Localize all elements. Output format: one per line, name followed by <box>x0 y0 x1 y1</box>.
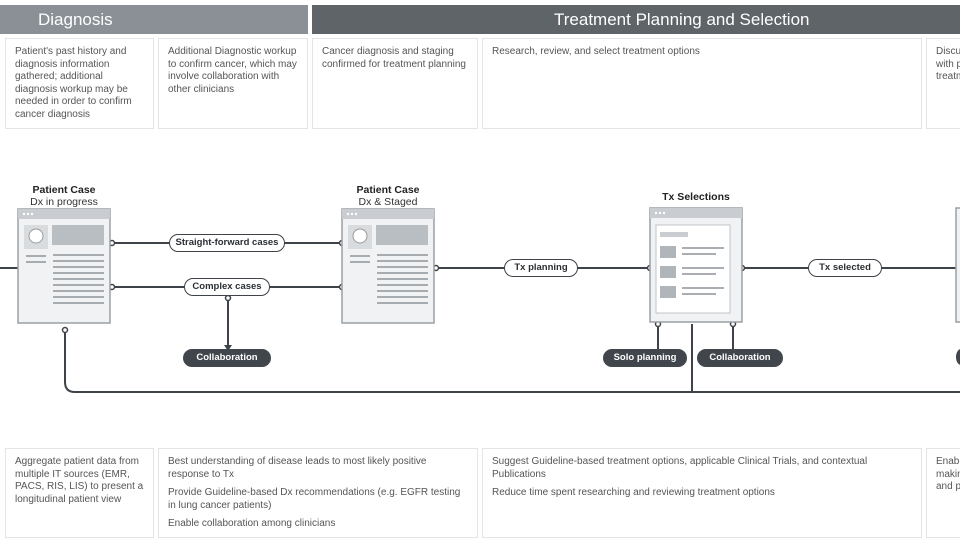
patient-case-2-icon <box>341 208 435 324</box>
treatment-header-label: Treatment Planning and Selection <box>554 10 810 29</box>
next-pill-edge <box>956 349 960 365</box>
bottom-box-3-line-2: Reduce time spent researching and review… <box>492 487 775 498</box>
top-box-2: Additional Diagnostic workup to confirm … <box>158 38 308 129</box>
collab2-pill: Collaboration <box>697 349 783 367</box>
case2-title: Patient Case <box>356 184 420 196</box>
bottom-box-2-line-1: Best understanding of disease leads to m… <box>168 456 427 480</box>
case1-label: Patient Case Dx in progress <box>14 184 114 208</box>
tx-label: Tx Selections <box>646 191 746 203</box>
diagnosis-header: Diagnosis <box>0 5 308 34</box>
feedback-line <box>64 330 960 393</box>
bottom-box-4-text: Enablmakinand p <box>936 456 960 492</box>
tx-selected-pill: Tx selected <box>808 259 882 277</box>
top-box-4-text: Research, review, and select treatment o… <box>492 46 700 57</box>
diagnosis-header-label: Diagnosis <box>38 10 113 29</box>
tx-title: Tx Selections <box>662 191 730 203</box>
top-box-1-text: Patient's past history and diagnosis inf… <box>15 46 132 120</box>
top-box-1: Patient's past history and diagnosis inf… <box>5 38 154 129</box>
bottom-box-2-line-3: Enable collaboration among clinicians <box>168 518 336 529</box>
bottom-box-3: Suggest Guideline-based treatment option… <box>482 448 922 538</box>
bottom-box-2: Best understanding of disease leads to m… <box>158 448 478 538</box>
tx-selections-icon <box>649 207 743 323</box>
top-box-3-text: Cancer diagnosis and staging confirmed f… <box>322 46 466 70</box>
patient-case-1-icon <box>17 208 111 324</box>
top-box-4: Research, review, and select treatment o… <box>482 38 922 129</box>
next-node-icon <box>955 207 960 323</box>
case1-subtitle: Dx in progress <box>30 196 98 208</box>
bottom-box-1-line-1: Aggregate patient data from multiple IT … <box>15 456 144 505</box>
straightforward-pill: Straight-forward cases <box>169 234 285 252</box>
solo-planning-pill: Solo planning <box>603 349 687 367</box>
top-box-3: Cancer diagnosis and staging confirmed f… <box>312 38 478 129</box>
case1-title: Patient Case <box>32 184 96 196</box>
complex-pill: Complex cases <box>184 278 270 296</box>
case2-subtitle: Dx & Staged <box>358 196 418 208</box>
bottom-box-1: Aggregate patient data from multiple IT … <box>5 448 154 538</box>
bottom-box-2-line-2: Provide Guideline-based Dx recommendatio… <box>168 487 461 511</box>
tx-planning-pill: Tx planning <box>504 259 578 277</box>
treatment-header: Treatment Planning and Selection <box>312 5 960 34</box>
bottom-box-3-line-1: Suggest Guideline-based treatment option… <box>492 456 868 480</box>
collab1-pill: Collaboration <box>183 349 271 367</box>
top-box-2-text: Additional Diagnostic workup to confirm … <box>168 46 297 95</box>
case2-label: Patient Case Dx & Staged <box>338 184 438 208</box>
bottom-box-4: Enablmakinand p <box>926 448 960 538</box>
